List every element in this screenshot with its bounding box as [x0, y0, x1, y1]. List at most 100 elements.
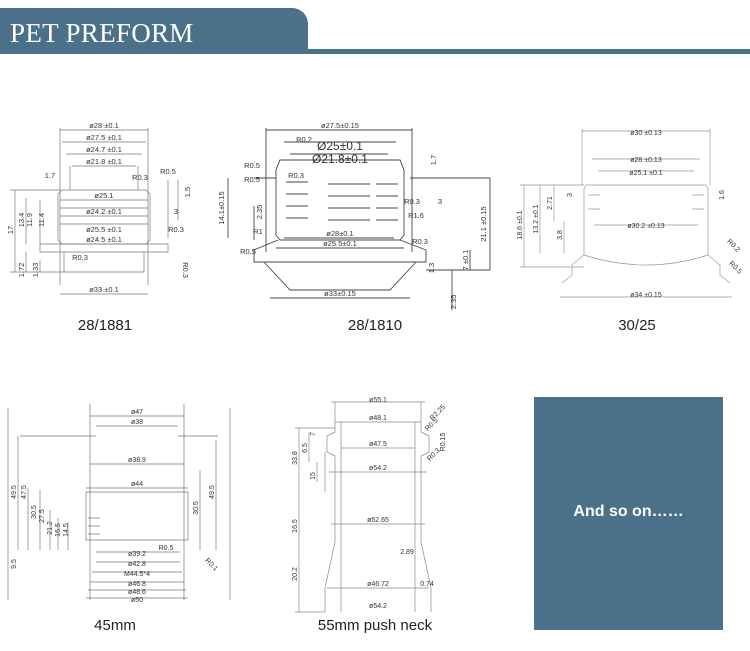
dim-d44: ø44	[131, 481, 143, 488]
dim-d50: ø50	[131, 597, 143, 604]
dim-d24-5: ø24.5 ±0.1	[86, 235, 122, 244]
dim-d25-1: ø25.1	[94, 191, 113, 200]
dim-d48-6: ø48.6	[128, 589, 146, 596]
dim-h21-2: 21.2	[47, 521, 54, 535]
dim-r0-5: R0.5	[424, 417, 439, 432]
dim-h27-5: 27.5	[39, 509, 46, 523]
dim-r0-15: R0.15	[440, 433, 447, 452]
dim-h9-5: 9.5	[11, 559, 18, 569]
dim-d54-2a: ø54.2	[369, 465, 387, 472]
dim-d24-7: ø24.7 ±0.1	[86, 145, 122, 154]
dim-v1-7: 1.7	[429, 155, 438, 165]
dim-d25-5: ø25.5 ±0.1	[86, 225, 122, 234]
dim-d46-72: ø46.72	[367, 581, 389, 588]
dim-d25: Ø25±0.1	[317, 139, 363, 153]
dim-v1-5: 1.5	[183, 187, 192, 197]
dim-d30: ø30 ±0.13	[630, 130, 662, 137]
dim-d39-2: ø39.2	[128, 551, 146, 558]
section-title: PET PREFORM	[10, 18, 194, 48]
dim-h7: 7	[310, 432, 317, 436]
dim-d33: ø33 ±0.1	[89, 285, 119, 294]
dim-d25-1: ø25.1 ±0.1	[629, 170, 663, 177]
dim-d28: ø28±0.1	[326, 229, 353, 238]
dim-h6-5: 6.5	[302, 443, 309, 453]
drawing-28-1881: ø28 ±0.1 ø27.5 ±0.1 ø24.7 ±0.1 ø21.8 ±0.…	[6, 121, 192, 295]
more-panel: And so on……	[534, 397, 723, 630]
dim-d38: ø38	[131, 419, 143, 426]
drawing-caption: 45mm	[94, 617, 136, 634]
dim-d24-2: ø24.2 ±0.1	[86, 207, 122, 216]
dim-h30-5l: 30.5	[31, 505, 38, 519]
dim-r0-5b: R0.5	[244, 175, 260, 184]
dim-h30-5r: 30.5	[193, 501, 200, 515]
dim-h2-71: 2.71	[547, 196, 554, 210]
dim-d21-8: Ø21.8±0.1	[312, 152, 368, 166]
dim-h3: 3	[567, 193, 574, 197]
drawing-caption: 28/1810	[347, 317, 403, 334]
dim-r1-6: R1.6	[408, 211, 424, 220]
drawing-caption: 30/25	[618, 317, 656, 334]
dim-d25-5: ø25.5±0.1	[323, 239, 357, 248]
dim-v3: 3	[438, 197, 442, 206]
dim-h7: 7 ±0.1	[461, 250, 470, 271]
dim-d54-2b: ø54.2	[369, 603, 387, 610]
dim-d33: ø33±0.15	[324, 289, 356, 298]
dim-r2-89: 2.89	[400, 549, 414, 556]
dim-r0-5a: R0.5	[244, 161, 260, 170]
dim-h47-5: 47.5	[21, 485, 28, 499]
dim-d28: ø28 ±0.1	[89, 121, 119, 130]
dim-v1-7: 1.7	[45, 171, 55, 180]
dim-r0-3d: R0.3	[181, 262, 190, 278]
dim-v3: 3	[174, 207, 178, 216]
dim-h1-3: 1.3	[427, 263, 436, 273]
dim-h1-33: 1.33	[31, 263, 40, 278]
header-underline	[0, 49, 750, 54]
dim-h14-1: 14.1±0.15	[217, 191, 226, 224]
dim-d28: ø28 ±0.13	[630, 157, 662, 164]
dim-r0-74: 0.74	[420, 581, 434, 588]
dim-h20-2: 20.2	[292, 567, 299, 581]
drawing-55mm-push-neck: ø55.1 ø48.1 ø47.5 ø54.2 ø52.65 ø46.72 ø5…	[292, 397, 447, 613]
dim-d52-65: ø52.65	[367, 517, 389, 524]
dim-r0-1: R0.1	[203, 557, 218, 572]
dim-v1-6: 1.6	[719, 190, 726, 200]
dim-h2-35b: 2.35	[449, 295, 458, 310]
dim-d46-8: ø46.8	[128, 581, 146, 588]
dim-h14-5: 14.5	[63, 523, 70, 537]
dim-h11-9: 11.9	[25, 213, 34, 227]
dim-h3-8: 3.8	[557, 230, 564, 240]
dim-r0-2: R0.2	[296, 135, 312, 144]
dim-r0-5: R0.5	[727, 260, 742, 275]
dim-h13-2: 13.2 ±0.1	[533, 204, 540, 233]
drawing-28-1810: ø27.5±0.15 Ø25±0.1 Ø21.8±0.1 ø28±0.1 ø25…	[217, 121, 491, 310]
dim-h17: 17	[6, 226, 15, 234]
dim-h11-4: 11.4	[37, 213, 46, 227]
drawing-caption: 28/1881	[77, 317, 133, 334]
dim-h13-4: 13.4	[17, 213, 26, 228]
dim-r0-2: R0.2	[725, 238, 740, 253]
dim-d21-8: ø21.8 ±0.1	[86, 157, 122, 166]
dim-d47-5: ø47.5	[369, 441, 387, 448]
dim-d34: ø34 ±0.15	[630, 292, 662, 299]
drawing-45mm: ø47 ø38 ø38.9 ø44 ø39.2 ø42.8 M44.5*4 ø4…	[7, 404, 231, 604]
dim-r0-3b: R0.3	[168, 225, 184, 234]
dim-d27-5: ø27.5 ±0.1	[86, 133, 122, 142]
dim-d30-2: ø30.2 ±0.13	[627, 223, 664, 230]
dim-h49-5l: 49.5	[11, 485, 18, 499]
dim-h33-8: 33.8	[292, 451, 299, 465]
dim-r0-3b: R0.3	[404, 197, 420, 206]
dim-h2-35a: 2.35	[255, 205, 264, 220]
dim-h18-6: 18.6 ±0.1	[517, 210, 524, 239]
more-label: And so on……	[573, 503, 684, 520]
dim-r0-3a: R0.3	[132, 173, 148, 182]
dim-r0-5: R0.5	[160, 167, 176, 176]
dim-h16-5: 16.5	[55, 523, 62, 537]
dim-d27-5: ø27.5±0.15	[321, 121, 359, 130]
dim-h16-5: 16.5	[292, 519, 299, 533]
dim-d42-8: ø42.8	[128, 561, 146, 568]
dim-r1: R1	[253, 227, 263, 236]
dim-d55-1: ø55.1	[369, 397, 387, 404]
dim-r0-5c: R0.5	[240, 247, 256, 256]
dim-r0-5: R0.5	[159, 545, 174, 552]
dim-r0-3c: R0.3	[72, 253, 88, 262]
